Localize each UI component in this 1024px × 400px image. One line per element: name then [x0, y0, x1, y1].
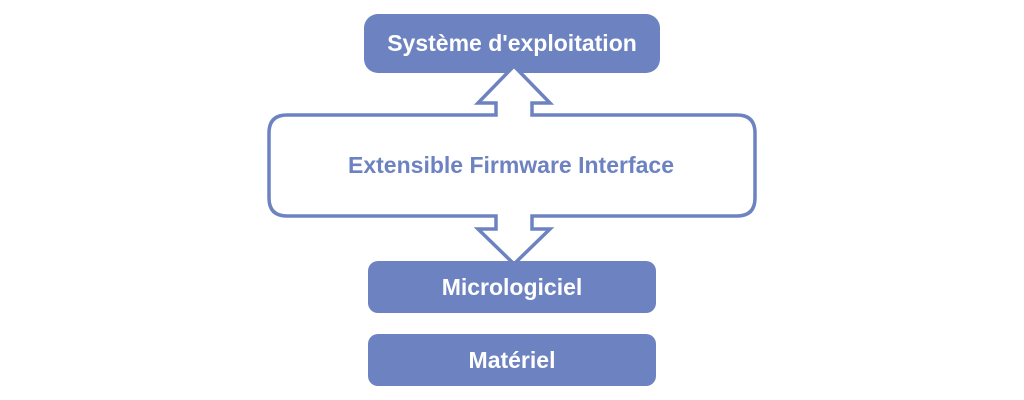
firmware-box	[368, 261, 656, 313]
efi-box-with-double-arrow	[267, 63, 757, 267]
efi-label: Extensible Firmware Interface	[348, 152, 674, 178]
hardware-label: Matériel	[469, 347, 556, 373]
hardware-box	[368, 334, 656, 386]
efi-block: Extensible Firmware Interface	[267, 63, 757, 267]
firmware-label: Micrologiciel	[442, 274, 583, 300]
hardware-block: Matériel	[368, 334, 656, 386]
os-label: Système d'exploitation	[387, 30, 637, 56]
os-block: Système d'exploitation	[364, 14, 660, 73]
os-box	[364, 14, 660, 73]
firmware-block: Micrologiciel	[368, 261, 656, 313]
